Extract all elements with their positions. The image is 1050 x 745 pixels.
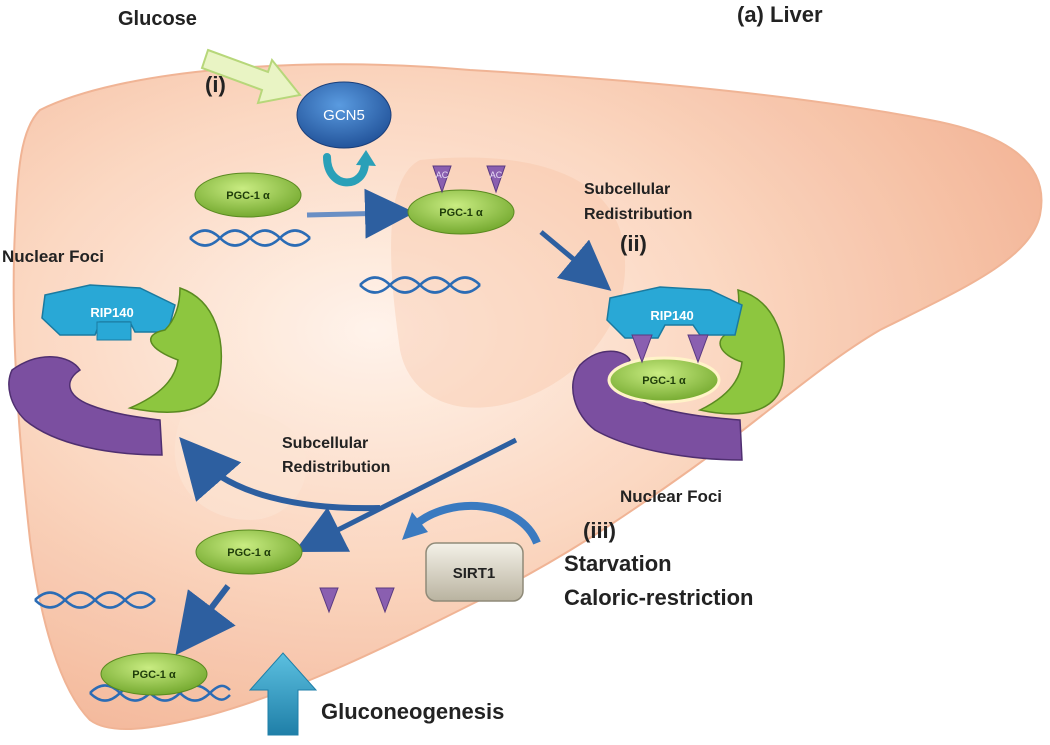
sirt1-label: SIRT1 [453, 565, 496, 582]
pgc1a-label-3: PGC-1 α [642, 375, 686, 387]
acetyl-label-2: AC [490, 170, 503, 180]
pgc1a-on-dna-2 [100, 652, 208, 696]
binding-arrow [175, 584, 236, 656]
acetylation-curve-arrowhead [356, 150, 376, 166]
pgc1a-on-dna-1 [194, 172, 302, 218]
step-i-label: (i) [205, 72, 226, 97]
acetyl-group-4 [687, 334, 709, 364]
nuclear-foci-complex-right: RIP140 PGC-1 α [572, 286, 785, 461]
pgc1a-deacetylated [195, 529, 303, 575]
acetylation-arrow [306, 188, 415, 239]
acetylation-curve-arrow [323, 153, 369, 187]
green-protein-left [127, 286, 222, 413]
acetyl-group-3 [631, 334, 653, 364]
purple-protein-left [8, 356, 163, 456]
acetyl-label-1: AC [436, 170, 449, 180]
gluconeogenesis-label: Gluconeogenesis [321, 699, 504, 724]
pgc1a-label-5: PGC-1 α [132, 669, 176, 681]
rip140-label-left: RIP140 [90, 305, 133, 320]
acetyl-group-6 [375, 587, 395, 614]
subcellular-label-top-1: Subcellular [584, 181, 670, 198]
starvation-label: Starvation [564, 551, 672, 576]
step-ii-label: (ii) [620, 231, 647, 256]
nuclear-foci-label-left: Nuclear Foci [2, 247, 104, 266]
subcellular-label-mid-2: Redistribution [282, 459, 390, 476]
gcn5-protein [296, 81, 392, 149]
sirt1-curve-arrowhead [402, 512, 428, 540]
sirt1-curve-arrow [412, 502, 541, 545]
nuclear-foci-label-right: Nuclear Foci [620, 487, 722, 506]
dna-helix-3 [34, 591, 156, 609]
redistribution-arrow-from-foci [294, 437, 518, 553]
gcn5-label: GCN5 [323, 107, 365, 124]
caloric-restriction-label: Caloric-restriction [564, 585, 754, 610]
pgc1a-label-2: PGC-1 α [439, 207, 483, 219]
subcellular-label-mid-1: Subcellular [282, 435, 368, 452]
redistribution-arrow-ii [539, 230, 612, 291]
subcellular-label-top-2: Redistribution [584, 206, 692, 223]
pgc1a-acetylated [407, 189, 515, 235]
gluconeogenesis-arrow [248, 652, 318, 736]
rip140-label-right: RIP140 [650, 308, 693, 323]
redistribution-arrow-to-foci [179, 436, 381, 512]
rip140-protein-left [41, 284, 176, 336]
step-iii-label: (iii) [583, 518, 616, 543]
pgc1a-label-4: PGC-1 α [227, 547, 271, 559]
glucose-arrow [200, 48, 302, 105]
dna-helix-1 [189, 229, 311, 247]
sirt1-protein [425, 542, 524, 602]
rip140-protein-right [606, 286, 743, 339]
pgc1a-in-foci [607, 356, 721, 404]
acetyl-group-2: AC [486, 165, 506, 194]
rip140-notch-left [96, 321, 132, 341]
acetyl-group-1: AC [432, 165, 452, 194]
nuclear-foci-complex-left: RIP140 [8, 284, 222, 456]
dna-helix-2 [359, 276, 481, 294]
glucose-label: Glucose [118, 8, 197, 30]
figure-title: (a) Liver [737, 2, 823, 27]
acetyl-group-5 [319, 587, 339, 614]
pgc1a-label-1: PGC-1 α [226, 190, 270, 202]
